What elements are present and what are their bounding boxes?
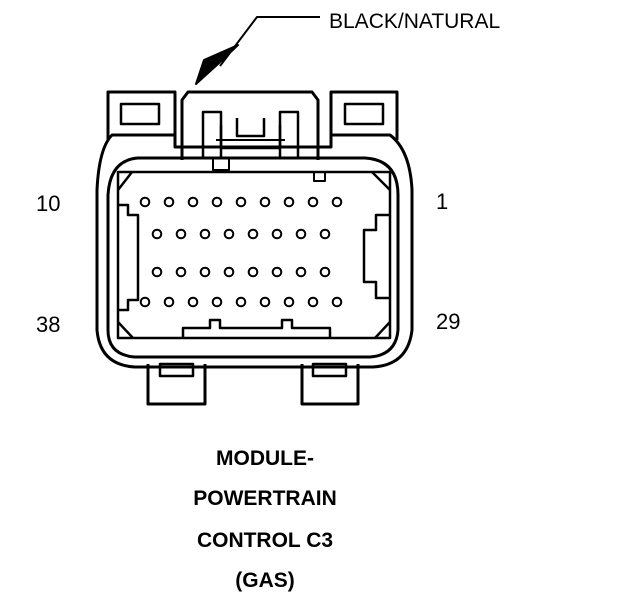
pin-cavity [151, 228, 163, 240]
pin-label-bottom-right: 29 [436, 309, 461, 334]
corner-chamfers [117, 171, 391, 339]
connector-face [106, 156, 400, 359]
pin-cavity [235, 296, 247, 308]
pin-cavity [223, 228, 235, 240]
pin-cavity [283, 296, 295, 308]
connector-outer-shell [95, 133, 414, 369]
pin-cavity [175, 266, 187, 278]
left-key [118, 203, 140, 312]
pin-cavity [139, 196, 151, 208]
pin-cavity [163, 296, 175, 308]
pin-cavity [319, 266, 331, 278]
pin-label-bottom-left: 38 [36, 312, 61, 337]
pin-cavity [331, 296, 343, 308]
pin-cavity [199, 266, 211, 278]
face-inner-outline [116, 170, 392, 340]
pin-cavity [283, 196, 295, 208]
pin-cavity [211, 296, 223, 308]
color-callout-label: BLACK/NATURAL [329, 10, 501, 33]
left-mounting-ear [106, 90, 177, 140]
pin-cavity [307, 296, 319, 308]
caption-line-4: (GAS) [235, 569, 295, 592]
pin-cavity [139, 296, 151, 308]
pin-label-top-right: 1 [436, 189, 449, 214]
right-key [362, 213, 390, 300]
pin-cavity [199, 228, 211, 240]
pin-cavity [235, 196, 247, 208]
pin-cavity [211, 196, 223, 208]
pin-cavity [271, 228, 283, 240]
pin-cavity [247, 228, 259, 240]
caption-line-1: MODULE- [216, 447, 314, 470]
pin-cavity [331, 196, 343, 208]
pin-cavity [175, 228, 187, 240]
pin-cavity [259, 196, 271, 208]
caption-line-3: CONTROL C3 [196, 529, 334, 552]
bottom-right-tab [300, 362, 360, 406]
pin-cavity [319, 228, 331, 240]
bottom-ribs [181, 318, 332, 338]
pin-label-top-left: 10 [36, 191, 61, 216]
pin-cavity [223, 266, 235, 278]
caption-line-2: POWERTRAIN [193, 487, 337, 510]
pin-cavity [295, 266, 307, 278]
bottom-left-tab [146, 362, 207, 406]
pin-cavities [139, 196, 343, 308]
top-latch [180, 90, 326, 182]
pin-cavity [187, 196, 199, 208]
pin-cavity [307, 196, 319, 208]
pin-cavity [151, 266, 163, 278]
pin-cavity [163, 196, 175, 208]
pin-cavity [271, 266, 283, 278]
right-mounting-ear [329, 90, 399, 140]
pin-cavity [187, 296, 199, 308]
pin-cavity [295, 228, 307, 240]
callout-leader [195, 16, 320, 85]
pin-cavity [259, 296, 271, 308]
pin-cavity [247, 266, 259, 278]
